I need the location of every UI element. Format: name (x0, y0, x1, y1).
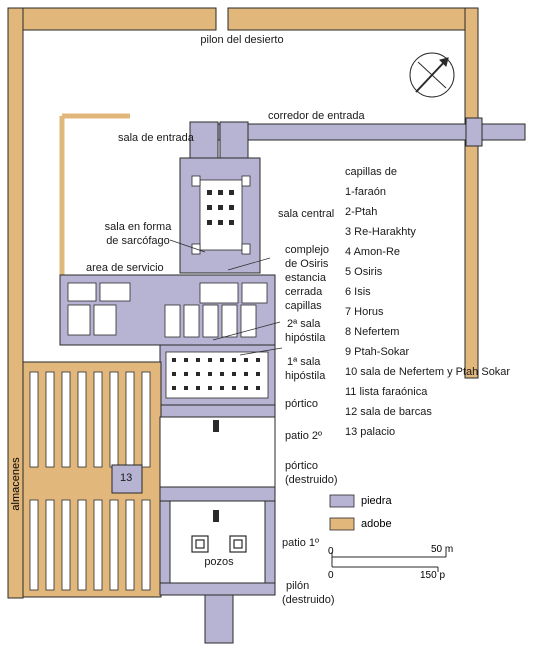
desert-pylon-label: pilon del desierto (200, 34, 284, 46)
portico-destroyed (159, 486, 276, 502)
court-2-label: patio 2º (285, 430, 323, 442)
legend-label-stone: piedra (361, 495, 392, 507)
central-hall-interior (191, 175, 251, 255)
palace-number-label: 13 (120, 472, 133, 484)
scale-bottom-zero: 0 (328, 570, 334, 581)
chapel-list-item: 3 Re-Harakhty (345, 226, 416, 238)
entrance-hall-label: sala de entrada (118, 132, 194, 144)
closed-room-label-1: estancia (285, 272, 326, 284)
chapel-list-item: 6 Isis (345, 286, 371, 298)
legend-label-adobe: adobe (361, 518, 392, 530)
hypostyle-columns (172, 358, 260, 390)
chapel-list-item: 7 Horus (345, 306, 384, 318)
chapel-list-title: capillas de (345, 166, 397, 178)
service-area-label: area de servicio (86, 262, 164, 274)
chapel-list-item: 10 sala de Nefertem y Ptah Sokar (345, 366, 511, 378)
chapel-list-item: 11 lista faraónica (345, 386, 428, 398)
destroyed-portico-label-1: pórtico (285, 460, 319, 472)
axis-markers (213, 420, 219, 522)
storerooms-label: almacenes (10, 457, 22, 511)
chapel-list-item: 2-Ptah (345, 206, 378, 218)
leader-lines (169, 239, 283, 356)
chapel-list-item: 9 Ptah-Sokar (345, 346, 410, 358)
osiris-complex-label-1: complejo (285, 244, 330, 256)
chapel-list: capillas de 1-faraón 2-Ptah 3 Re-Harakhty 4… (345, 166, 530, 446)
sarcophagus-hall-label-2: de sarcófago (106, 235, 170, 247)
portico-label: pórtico (285, 398, 319, 410)
chapel-list-item: 13 palacio (345, 426, 396, 438)
pylon-label-2: (destruido) (282, 594, 335, 606)
second-hall-label-2: hipóstila (285, 332, 326, 344)
storeroom-divisions (29, 371, 151, 591)
pylon (159, 582, 276, 644)
first-hall-label-2: hipóstila (285, 370, 326, 382)
court-1-label: patio 1º (282, 537, 320, 549)
pylon-label-1: pilón (286, 580, 310, 592)
scale-bottom-max: 150 p (420, 570, 446, 581)
legend-swatch-adobe (329, 517, 355, 531)
legend-swatch-stone (329, 494, 355, 508)
chapel-list-item: 8 Nefertem (345, 326, 400, 338)
second-hall-label-1: 2ª sala (287, 318, 321, 330)
sarcophagus-hall-label-1: sala en forma (104, 221, 172, 233)
wells-label: pozos (204, 556, 234, 568)
inner-temple-rooms (67, 282, 269, 399)
chapel-list-item: 12 sala de barcas (345, 406, 432, 418)
chapel-list-items: 1-faraón 2-Ptah 3 Re-Harakhty 4 Amon-Re 5 Os… (345, 186, 530, 439)
first-hall-label-1: 1ª sala (287, 356, 321, 368)
closed-room-label-2: cerrada (285, 286, 323, 298)
central-hall-label: sala central (278, 208, 335, 220)
scale-top-zero: 0 (328, 546, 334, 557)
enclosure-walls (7, 7, 479, 599)
legend-swatches (329, 494, 355, 531)
palace-13 (111, 464, 143, 494)
chapels-label: capillas (285, 300, 322, 312)
entrance-corridor-label: corredor de entrada (268, 110, 365, 122)
wells (191, 535, 247, 553)
chapel-list-item: 4 Amon-Re (345, 246, 401, 258)
scale-bar (331, 552, 447, 572)
central-hall-pillars (207, 190, 234, 225)
destroyed-portico-label-2: (destruido) (285, 474, 338, 486)
compass-icon (409, 52, 455, 98)
scale-top-max: 50 m (431, 544, 454, 555)
osiris-complex-label-2: de Osiris (285, 258, 329, 270)
chapel-list-item: 1-faraón (345, 186, 386, 198)
chapel-list-item: 5 Osiris (345, 266, 383, 278)
